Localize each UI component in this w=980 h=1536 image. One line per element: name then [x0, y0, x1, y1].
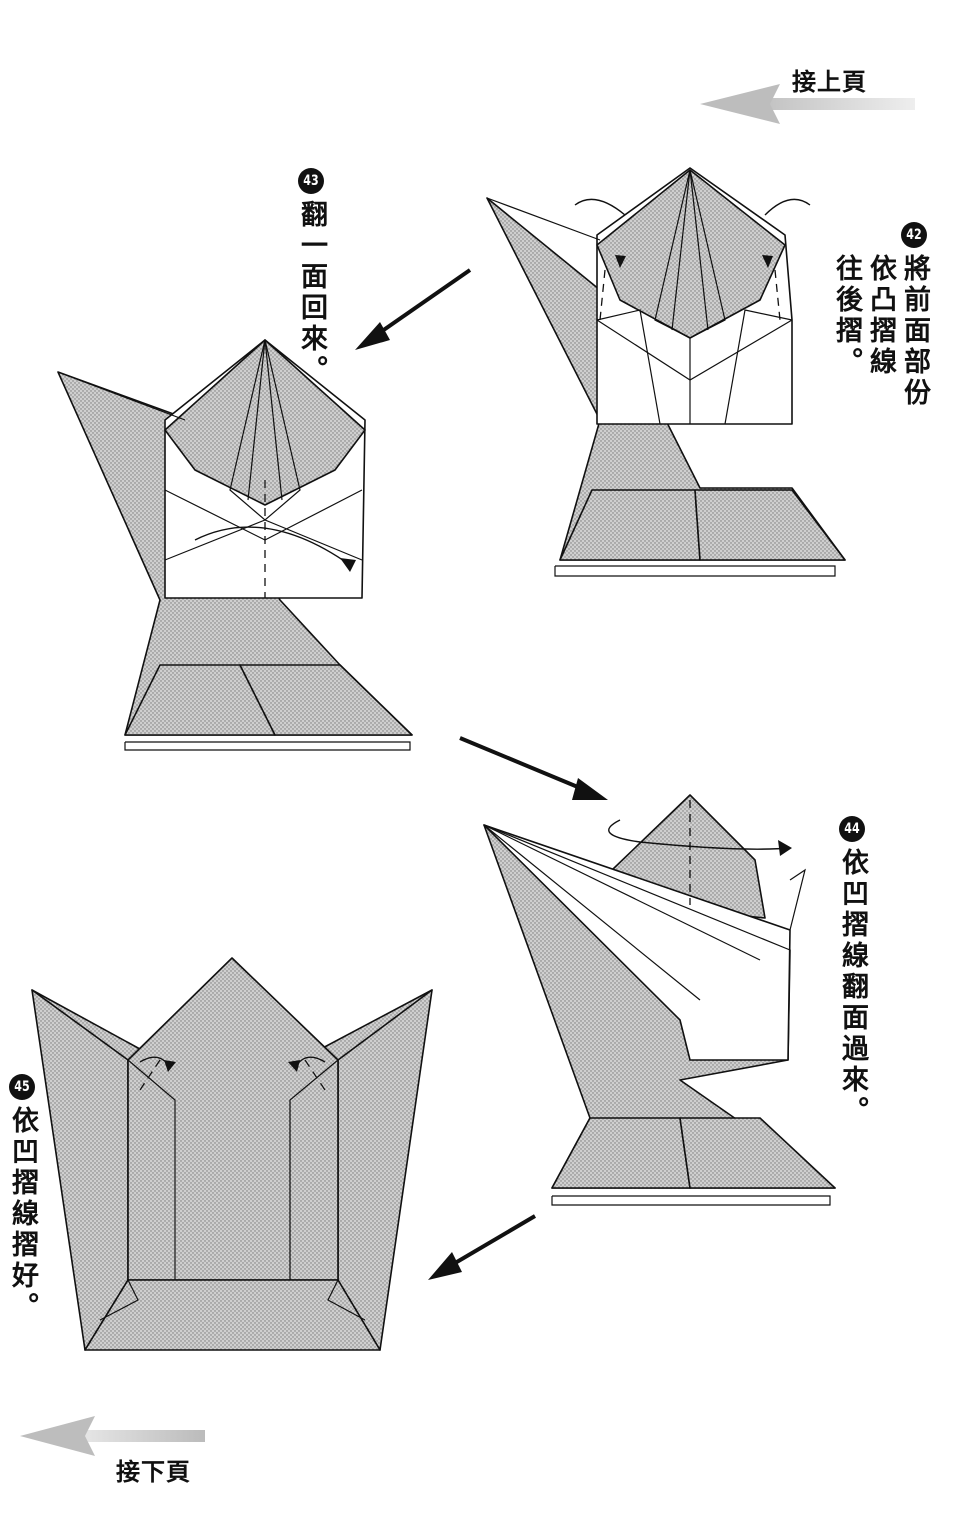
- figure-step-44: [483, 794, 836, 1206]
- previous-page-arrow-icon: [700, 84, 915, 124]
- figure-step-45: [31, 957, 433, 1351]
- step-44-number: 44: [839, 816, 865, 842]
- figure-step-42: [486, 167, 846, 577]
- step-42-text-line-3: 往後摺。: [831, 254, 862, 378]
- step-43-number: 43: [298, 168, 324, 194]
- step-arrow-42-to-43-icon: [355, 268, 472, 350]
- next-page-arrow-icon: [20, 1416, 205, 1456]
- step-45-number: 45: [9, 1074, 35, 1100]
- step-arrow-43-to-44-icon: [459, 736, 608, 800]
- step-42-number: 42: [901, 222, 927, 248]
- step-arrow-44-to-45-icon: [428, 1214, 537, 1280]
- step-44-text-line-1: 44依凹摺線翻面過來。: [836, 816, 868, 1127]
- step-42-text-line-2: 依凸摺線: [865, 254, 896, 378]
- step-45-text-line-1: 45依凹摺線摺好。: [6, 1074, 38, 1323]
- previous-page-label: 接上頁: [792, 68, 867, 96]
- step-43-text-line-1: 43翻一面回來。: [295, 168, 327, 386]
- figure-step-43: [57, 339, 413, 751]
- step-42-text-line-1: 42將前面部份: [898, 222, 930, 409]
- next-page-label: 接下頁: [116, 1458, 191, 1486]
